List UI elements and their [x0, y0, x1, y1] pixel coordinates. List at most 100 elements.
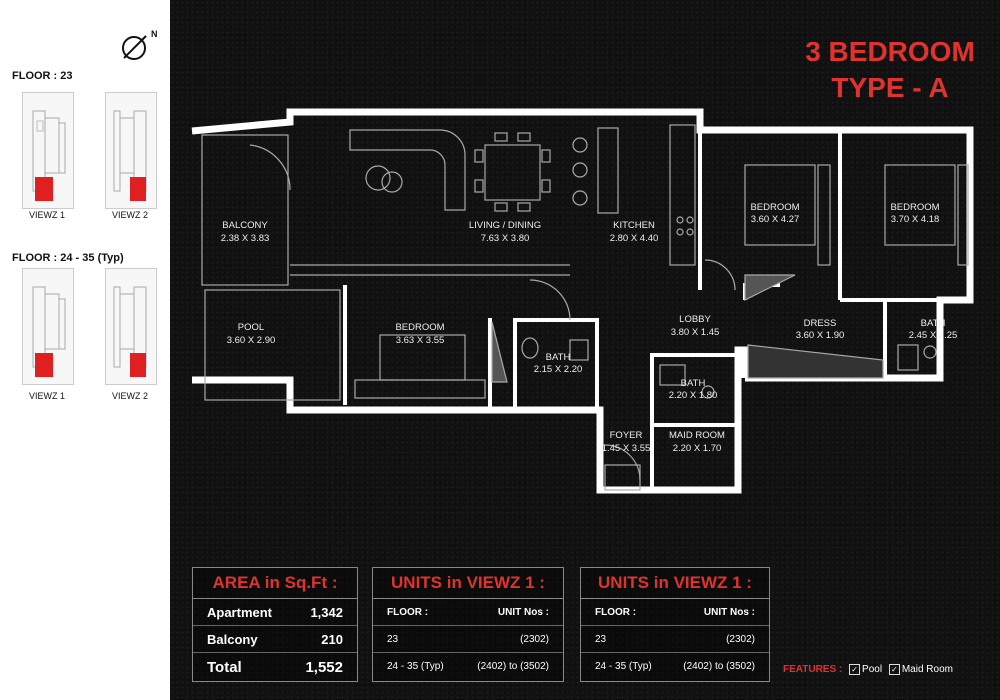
wall-maid — [650, 353, 738, 490]
units-header: FLOOR : UNIT Nos : — [373, 599, 563, 626]
balcony-outline — [201, 134, 289, 286]
room-dims: 2.20 X 1.80 — [669, 390, 718, 401]
key-plan-panel: N FLOOR : 23 VIEWZ 1 VIEWZ 2 FLOOR : 24 … — [0, 0, 170, 700]
checkbox-icon: ✓ — [849, 664, 861, 675]
area-title: AREA in Sq.Ft : — [193, 568, 357, 599]
room-dims: 3.70 X 4.18 — [891, 214, 940, 225]
room-dims: 2.20 X 1.70 — [673, 443, 722, 454]
units-table-2: UNITS in VIEWZ 1 : FLOOR : UNIT Nos : 23… — [580, 567, 770, 682]
room-dims: 2.80 X 4.40 — [610, 233, 659, 244]
units-nos: (2402) to (3502) — [477, 660, 549, 672]
units-row: 24 - 35 (Typ) (2402) to (3502) — [581, 653, 769, 679]
room-name: BATH — [921, 318, 946, 329]
units-floor: 23 — [595, 633, 607, 645]
area-table: AREA in Sq.Ft : Apartment 1,342 Balcony … — [192, 567, 358, 682]
room-dims: 3.80 X 1.45 — [671, 327, 720, 338]
sofa — [349, 129, 466, 211]
area-value: 1,342 — [310, 604, 343, 620]
room-name: MAID ROOM — [669, 430, 725, 441]
title-line-1: 3 BEDROOM — [805, 36, 975, 67]
viewz1-label: VIEWZ 1 — [28, 391, 65, 401]
compass-north-icon: N — [122, 29, 158, 60]
features-label: FEATURES : — [783, 664, 843, 676]
bed — [884, 164, 956, 246]
units-floor-header: FLOOR : — [387, 606, 429, 618]
key-plan-23-viewz1[interactable] — [22, 92, 74, 209]
pool-outline — [204, 289, 341, 401]
room-dims: 7.63 X 3.80 — [481, 233, 530, 244]
room-name: LIVING / DINING — [469, 220, 541, 231]
area-label: Total — [207, 658, 242, 676]
key-plan-24-35-viewz2[interactable] — [105, 268, 157, 385]
coffee-table — [365, 165, 391, 191]
feature-item: Pool — [862, 664, 883, 676]
room-name: BATH — [681, 378, 706, 389]
units-title: UNITS in VIEWZ 1 : — [581, 568, 769, 599]
room-name: BALCONY — [222, 220, 268, 231]
features-list: FEATURES : ✓Pool ✓Maid Room — [783, 664, 953, 675]
units-table-1: UNITS in VIEWZ 1 : FLOOR : UNIT Nos : 23… — [372, 567, 564, 682]
bed — [744, 164, 816, 246]
room-name: POOL — [238, 322, 264, 333]
units-floor-header: FLOOR : — [595, 606, 637, 618]
room-name: FOYER — [610, 430, 643, 441]
room-dims: 3.60 X 1.90 — [796, 330, 845, 341]
units-row: 23 (2302) — [581, 626, 769, 653]
area-row: Apartment 1,342 — [193, 599, 357, 626]
room-name: BEDROOM — [750, 202, 799, 213]
kitchen-island — [597, 127, 619, 214]
units-nos-header: UNIT Nos : — [497, 606, 549, 618]
units-row: 23 (2302) — [373, 626, 563, 653]
units-nos-header: UNIT Nos : — [703, 606, 755, 618]
area-row: Balcony 210 — [193, 626, 357, 653]
floor-23-label: FLOOR : 23 — [12, 70, 73, 82]
units-nos: (2402) to (3502) — [683, 660, 755, 672]
units-floor: 24 - 35 (Typ) — [387, 660, 444, 672]
room-name: BEDROOM — [395, 322, 444, 333]
wall-bath-small — [513, 318, 599, 412]
outer-wall — [192, 346, 749, 494]
units-title: UNITS in VIEWZ 1 : — [373, 568, 563, 599]
area-label: Apartment — [207, 604, 273, 620]
viewz2-label: VIEWZ 2 — [111, 210, 148, 220]
room-name: BATH — [546, 352, 571, 363]
room-dims: 2.45 X 2.25 — [909, 330, 958, 341]
room-labels: BALCONY 2.38 X 3.83 LIVING / DINING 7.63… — [221, 202, 958, 454]
key-plan-23-viewz2[interactable] — [105, 92, 157, 209]
area-value: 1,552 — [305, 658, 343, 676]
key-plan-24-35-viewz1[interactable] — [22, 268, 74, 385]
units-header: FLOOR : UNIT Nos : — [581, 599, 769, 626]
viewz2-label: VIEWZ 2 — [111, 391, 148, 401]
door-swing — [249, 144, 291, 191]
area-value: 210 — [321, 631, 343, 647]
floor-24-35-label: FLOOR : 24 - 35 (Typ) — [12, 252, 124, 264]
units-floor: 24 - 35 (Typ) — [595, 660, 652, 672]
units-floor: 23 — [387, 633, 399, 645]
room-dims: 3.60 X 2.90 — [227, 335, 276, 346]
area-label: Balcony — [207, 631, 258, 647]
units-nos: (2302) — [520, 633, 549, 645]
unit-type-title: 3 BEDROOM TYPE - A — [790, 34, 990, 106]
room-dims: 2.38 X 3.83 — [221, 233, 270, 244]
title-line-2: TYPE - A — [831, 72, 949, 103]
floor-plan-panel — [170, 0, 1000, 700]
feature-item: Maid Room — [901, 664, 953, 676]
area-row-total: Total 1,552 — [193, 653, 357, 681]
viewz1-label: VIEWZ 1 — [28, 210, 65, 220]
outer-wall — [191, 108, 725, 135]
room-name: DRESS — [804, 318, 837, 329]
room-dims: 2.15 X 2.20 — [534, 364, 583, 375]
dining-table — [484, 144, 541, 201]
units-nos: (2302) — [726, 633, 755, 645]
room-name: KITCHEN — [613, 220, 655, 231]
units-row: 24 - 35 (Typ) (2402) to (3502) — [373, 653, 563, 679]
svg-text:N: N — [151, 29, 158, 39]
room-dims: 1.45 X 3.55 — [602, 443, 651, 454]
kitchen-counter — [669, 124, 696, 266]
room-dims: 3.60 X 4.27 — [751, 214, 800, 225]
room-dims: 3.63 X 3.55 — [396, 335, 445, 346]
room-name: BEDROOM — [890, 202, 939, 213]
room-name: LOBBY — [679, 314, 711, 325]
checkbox-icon: ✓ — [888, 664, 900, 675]
